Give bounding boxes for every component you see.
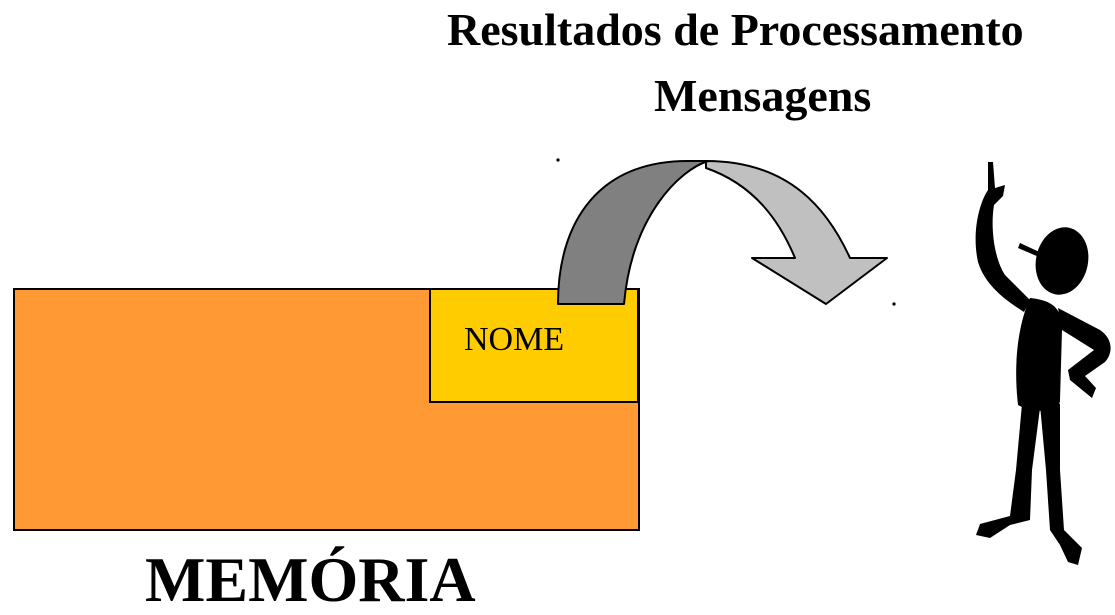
arrow-band-dark [557,159,709,305]
person-pointing-up-icon [975,162,1111,565]
dot-marker [892,302,896,306]
nome-field-block [429,288,639,403]
arrow-head-light [705,160,888,305]
title-line-2: Mensagens [654,70,872,121]
title-line-1: Resultados de Processamento [447,4,1024,55]
curved-arrow-icon [557,159,888,305]
memory-label: MEMÓRIA [145,544,476,615]
nome-field-label: NOME [464,321,565,358]
dot-marker [556,158,560,162]
